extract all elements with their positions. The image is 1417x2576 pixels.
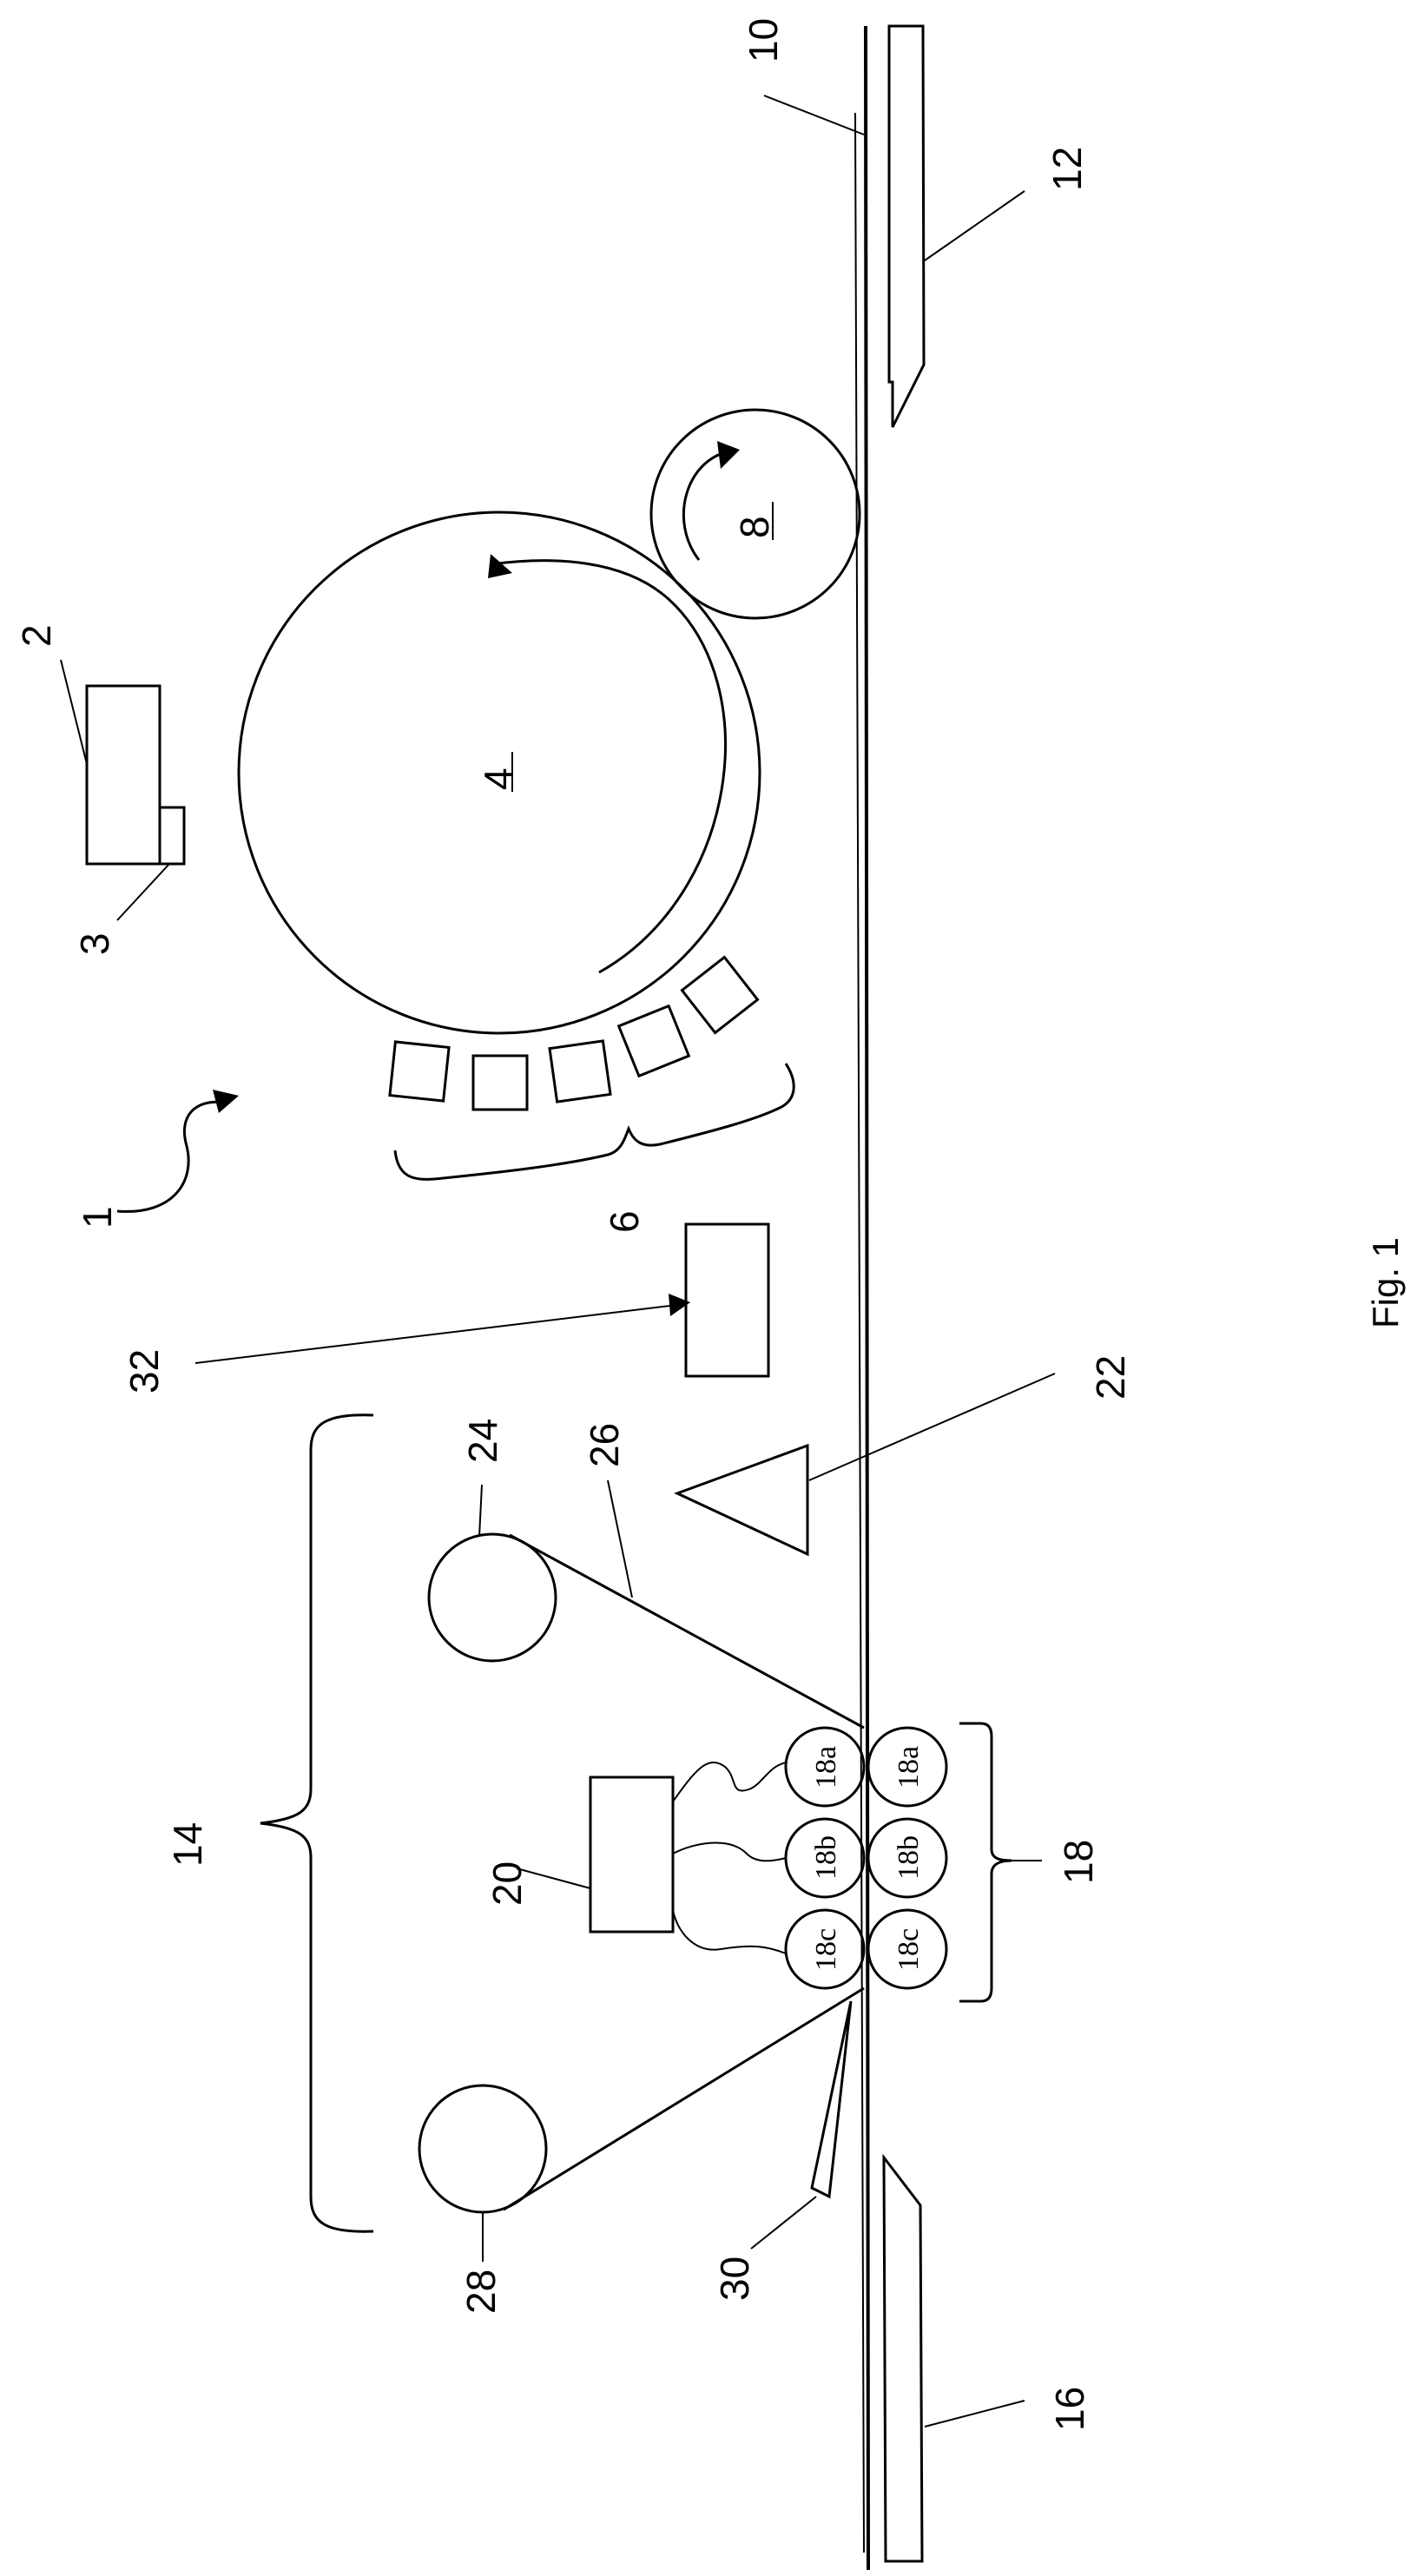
figure-caption: Fig. 1: [1365, 1237, 1406, 1328]
wedge-30: [812, 2001, 851, 2197]
upper-reel-24: [429, 1534, 556, 1661]
label-12: 12: [1045, 147, 1090, 191]
label-1-arrow: [117, 1102, 226, 1211]
leader-2: [61, 660, 87, 764]
leader-32: [195, 1305, 677, 1363]
leader-26: [608, 1480, 632, 1598]
label-20: 20: [484, 1861, 530, 1906]
label-10: 10: [741, 18, 786, 63]
assembly-brace: [260, 1415, 373, 2231]
roller-8-arc: [683, 451, 729, 560]
label-24: 24: [460, 1419, 505, 1463]
label-32: 32: [122, 1349, 167, 1393]
drum-arrowhead: [488, 554, 512, 578]
label-3: 3: [72, 932, 117, 955]
top-plate: [889, 26, 924, 427]
leader-30: [751, 2197, 816, 2249]
roller-brace: [959, 1723, 1012, 2001]
drum-arc: [491, 561, 725, 972]
label-4: 4: [476, 768, 521, 790]
wire-18a: [673, 1762, 786, 1802]
label-1-arrowhead: [213, 1090, 239, 1113]
leader-3: [117, 864, 169, 920]
web-26-lower: [504, 1988, 864, 2210]
label-30: 30: [712, 2256, 757, 2301]
lower-reel-28: [419, 2085, 546, 2212]
box-32: [686, 1224, 768, 1376]
wire-18b: [673, 1842, 786, 1861]
unit-square: [682, 957, 757, 1032]
label-14: 14: [165, 1822, 210, 1867]
unit-squares: [390, 957, 758, 1110]
roller-label-18a: 18a: [810, 1746, 842, 1789]
controller-20: [590, 1777, 673, 1932]
wire-18c: [673, 1910, 786, 1953]
main-line: [866, 26, 868, 2570]
label-16: 16: [1047, 2387, 1092, 2431]
label-8: 8: [732, 516, 777, 538]
device-part-3: [160, 807, 184, 864]
label-22: 22: [1088, 1355, 1133, 1400]
web-26-upper: [510, 1535, 864, 1728]
unit-square: [390, 1042, 449, 1101]
label-6: 6: [602, 1210, 647, 1233]
main-line-shadow: [855, 113, 864, 2553]
triangle-22: [677, 1446, 807, 1554]
device-2: [87, 686, 160, 864]
roller-label-18c: 18c: [893, 1928, 925, 1971]
unit-square: [619, 1006, 689, 1077]
leader-24: [479, 1485, 482, 1537]
leader-10: [764, 96, 864, 135]
label-28: 28: [458, 2270, 504, 2314]
roller-label-18b: 18b: [893, 1835, 925, 1880]
label-1: 1: [75, 1206, 120, 1229]
roller-label-18b: 18b: [810, 1835, 842, 1880]
bottom-plate: [884, 2158, 922, 2561]
label-2: 2: [14, 624, 59, 647]
leader-22: [809, 1374, 1055, 1480]
leader-16: [925, 2401, 1025, 2427]
leader-12: [925, 191, 1025, 260]
roller-label-18a: 18a: [893, 1746, 925, 1789]
label-26: 26: [582, 1423, 627, 1467]
roller-label-18c: 18c: [810, 1928, 842, 1971]
unit-square: [550, 1041, 610, 1102]
unit-square: [473, 1056, 527, 1110]
label-18: 18: [1056, 1840, 1101, 1884]
roller-8-arrowhead: [717, 441, 740, 469]
